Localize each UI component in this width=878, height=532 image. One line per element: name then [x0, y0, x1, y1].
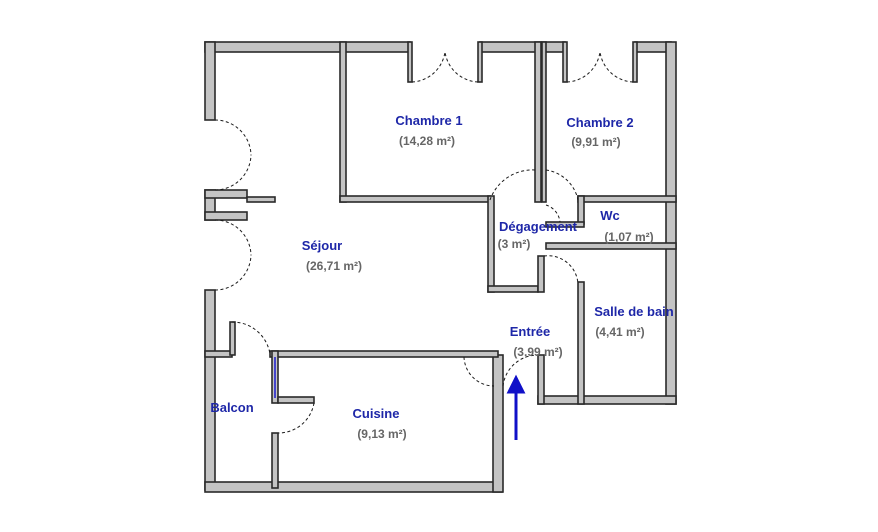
wall-balcon-top	[204, 350, 233, 358]
wall-right	[665, 41, 677, 405]
chambre1-door	[489, 169, 536, 201]
chambre1-french-door	[411, 51, 479, 83]
room-cuisine: Cuisine (9,13 m²)	[353, 406, 407, 441]
room-sejour: Séjour (26,71 m²)	[302, 238, 362, 273]
room-area: (3 m²)	[498, 237, 531, 251]
entrance-door	[502, 354, 539, 387]
room-chambre2: Chambre 2 (9,91 m²)	[566, 115, 633, 149]
doors	[214, 51, 634, 434]
cuisine-door	[463, 356, 495, 387]
room-name: Entrée	[510, 324, 550, 339]
room-area: (1,07 m²)	[604, 230, 653, 244]
wall-left-stub-c	[246, 196, 276, 203]
wall-degagement-bottom	[487, 285, 539, 293]
wall-entrance-inner	[537, 354, 545, 405]
walls	[204, 41, 677, 493]
room-area: (3,99 m²)	[513, 345, 562, 359]
wall-chambre1-left	[339, 41, 347, 203]
wall-degagement-stub	[545, 221, 585, 228]
sejour-window-lower	[214, 219, 252, 291]
room-degagement: Dégagement (3 m²)	[498, 219, 578, 251]
sdb-door	[543, 255, 579, 285]
entry-arrow-icon	[506, 374, 526, 440]
wall-chambre1-right	[534, 41, 542, 203]
room-wc: Wc (1,07 m²)	[600, 208, 653, 244]
wall-bottom-right	[537, 395, 677, 405]
room-name: Séjour	[302, 238, 342, 253]
room-name: Wc	[600, 208, 620, 223]
room-area: (9,91 m²)	[571, 135, 620, 149]
wall-chambre2-bottom	[577, 195, 677, 203]
wall-degagement-left	[487, 195, 495, 293]
room-name: Balcon	[210, 400, 253, 415]
room-area: (4,41 m²)	[595, 325, 644, 339]
wall-chambre1-bottom	[339, 195, 491, 203]
room-area: (26,71 m²)	[306, 259, 362, 273]
wall-sdb-left	[577, 281, 585, 405]
wall-left-stub-a	[204, 189, 248, 199]
wall-left-bottom	[204, 289, 216, 491]
wall-cuisine-top	[269, 350, 499, 358]
sejour-window-upper	[214, 119, 252, 191]
chambre2-french-door	[566, 51, 634, 83]
room-area: (14,28 m²)	[399, 134, 455, 148]
balcon-cuisine-door	[277, 402, 315, 434]
room-name: Salle de bain	[594, 304, 674, 319]
wall-door-jamb-b	[477, 41, 483, 83]
room-name: Cuisine	[353, 406, 400, 421]
room-area: (9,13 m²)	[357, 427, 406, 441]
wall-left-stub-b	[204, 211, 248, 221]
wall-wc-left	[577, 195, 585, 225]
room-name: Chambre 1	[395, 113, 462, 128]
room-chambre1: Chambre 1 (14,28 m²)	[395, 113, 462, 148]
room-labels: Séjour (26,71 m²) Chambre 1 (14,28 m²) C…	[210, 113, 673, 441]
balcon-door	[231, 321, 271, 355]
wall-door-jamb-a	[407, 41, 413, 83]
room-name: Dégagement	[499, 219, 578, 234]
wall-balcon-left-stub	[229, 321, 236, 356]
room-balcon: Balcon	[210, 400, 253, 415]
wall-sdb-stub	[537, 255, 545, 293]
wall-entrance-right	[492, 354, 504, 493]
wall-balcon-stub	[277, 396, 315, 404]
wall-bottom-left	[204, 481, 503, 493]
room-entree: Entrée (3,99 m²)	[510, 324, 563, 359]
chambre2-door	[545, 169, 579, 201]
wall-balcon-right-bottom	[271, 432, 279, 489]
room-salle-de-bain: Salle de bain (4,41 m²)	[594, 304, 674, 339]
wall-door-jamb-c	[562, 41, 568, 83]
wall-wc-bottom	[545, 242, 677, 250]
room-name: Chambre 2	[566, 115, 633, 130]
wall-door-jamb-d	[632, 41, 638, 83]
wall-top-left	[204, 41, 411, 53]
wall-top-middle	[479, 41, 566, 53]
wall-chambre1-right-b	[541, 41, 547, 203]
wc-door	[545, 204, 561, 223]
wall-left-top	[204, 41, 216, 121]
